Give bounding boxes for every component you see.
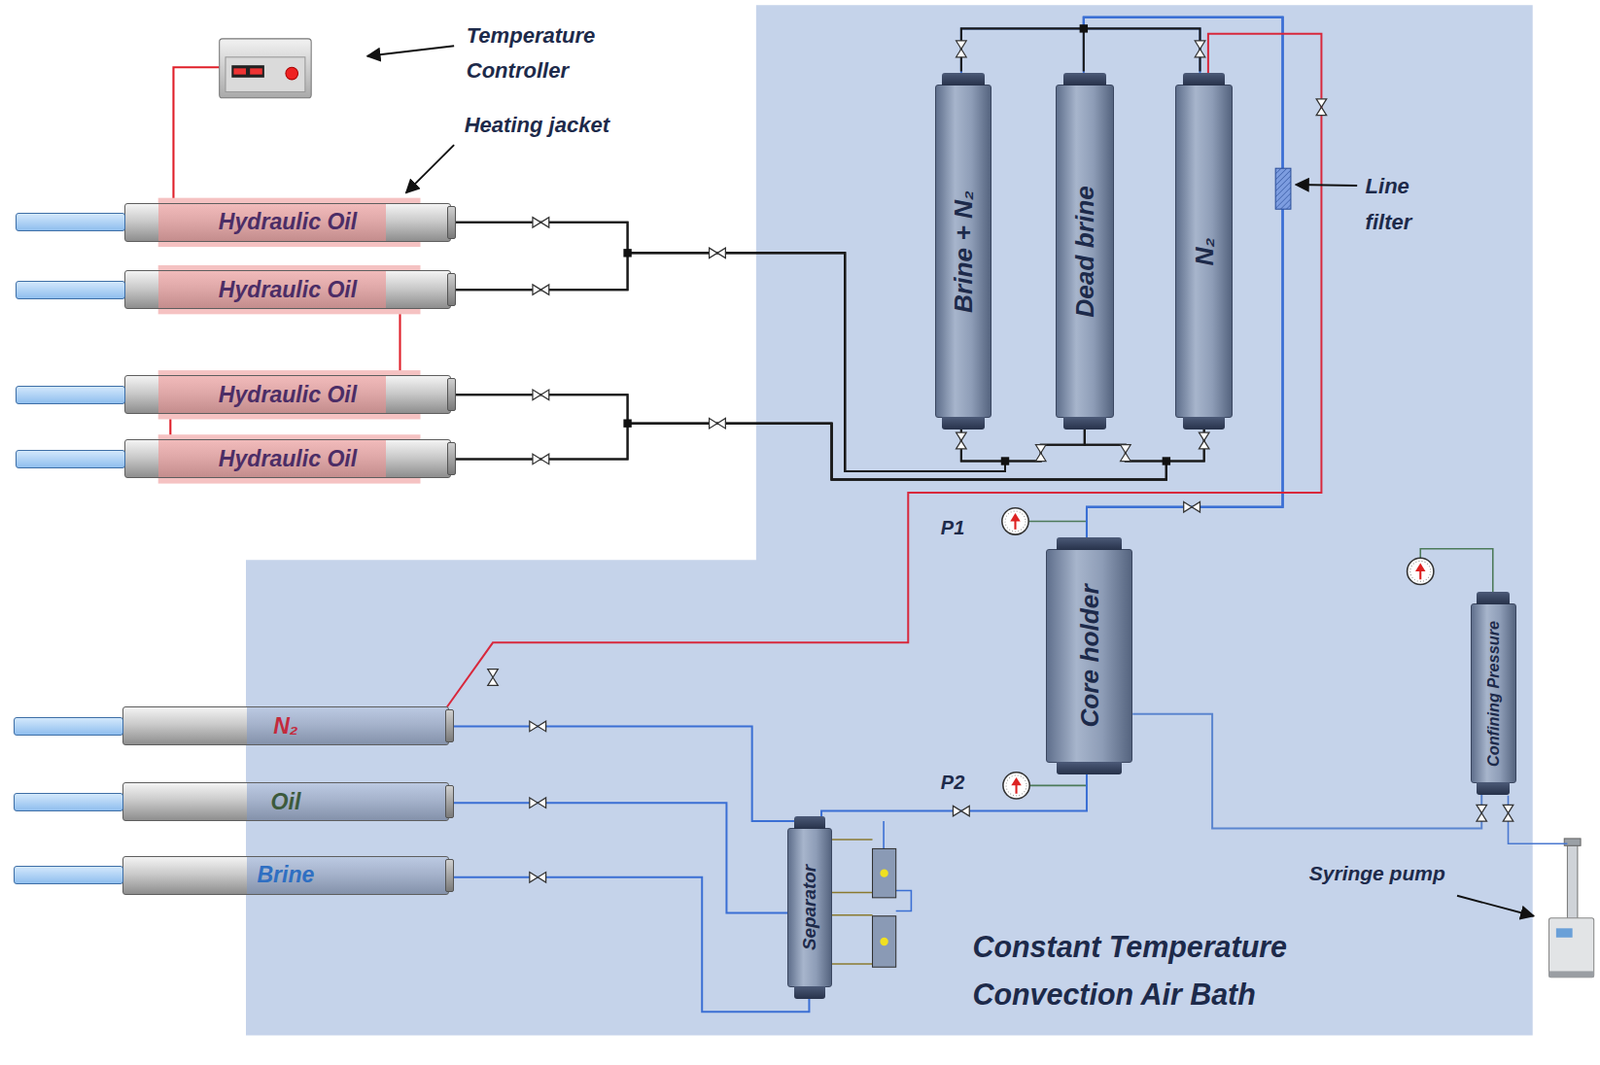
valve — [709, 247, 727, 258]
hydraulic-oil-cylinder: Hydraulic Oil — [124, 375, 452, 415]
pipe-line — [449, 877, 810, 1013]
valve — [532, 389, 550, 400]
fluid-vessel: N₂ — [1175, 84, 1233, 418]
gauge-line — [1028, 521, 1494, 786]
pipe-line — [451, 252, 1006, 472]
vessel-label: Separator — [799, 865, 821, 951]
sensor-wire — [832, 839, 873, 965]
valve — [1194, 40, 1205, 58]
separator-vessel: Separator — [787, 828, 832, 988]
vessel-label: Confining Pressure — [1484, 621, 1503, 767]
valve — [1183, 502, 1201, 513]
hydraulic-oil-cylinder: Hydraulic Oil — [124, 203, 452, 243]
hydraulic-oil-cylinder: Hydraulic Oil — [124, 439, 452, 479]
region-label: Constant Temperature Convection Air Bath — [972, 923, 1381, 1018]
valve — [1198, 432, 1209, 450]
valve — [956, 40, 967, 58]
callout-label: Heating jacket — [464, 111, 610, 140]
cylinder-label: Hydraulic Oil — [218, 208, 357, 236]
valve — [1476, 804, 1487, 822]
pipe-line — [449, 726, 801, 829]
valve — [487, 669, 498, 687]
valve — [1120, 445, 1131, 462]
junction-dot — [623, 24, 1171, 466]
valve — [529, 872, 547, 883]
valve — [529, 798, 547, 808]
confining-vessel: Confining Pressure — [1470, 603, 1517, 784]
temperature-controller-device — [219, 38, 312, 99]
pipe-line — [451, 222, 1006, 472]
supply-cylinder: Brine — [122, 856, 450, 896]
leader-arrow — [367, 45, 1534, 916]
valve — [532, 217, 550, 228]
valve — [1502, 804, 1513, 822]
valve — [529, 721, 547, 731]
cylinder-label: Oil — [271, 789, 302, 816]
pump-line — [1508, 796, 1568, 844]
line-filter-symbol — [1275, 168, 1291, 209]
valve — [952, 805, 970, 816]
pipe-line — [447, 34, 1322, 708]
core-holder: Core holder — [1045, 549, 1133, 764]
cylinder-label: Hydraulic Oil — [218, 382, 357, 409]
supply-cylinder: N₂ — [122, 706, 450, 746]
gauge — [1002, 508, 1434, 800]
valve — [709, 417, 727, 428]
top-manifold — [961, 28, 1201, 71]
valve — [1035, 445, 1045, 462]
supply-cylinder: Oil — [122, 782, 450, 822]
valve — [1316, 99, 1326, 116]
vessel-label: Brine + N₂ — [947, 190, 978, 314]
pressure-label: P2 — [940, 770, 965, 797]
hydraulic-oil-cylinder: Hydraulic Oil — [124, 270, 452, 310]
sensor-box — [872, 848, 897, 968]
cylinder-label: Hydraulic Oil — [218, 277, 357, 304]
valve — [956, 432, 967, 450]
pressure-label: P1 — [940, 516, 965, 542]
cylinder-label: N₂ — [273, 713, 298, 740]
valve — [532, 453, 550, 464]
fluid-vessel: Dead brine — [1055, 84, 1114, 418]
callout-label: Line filter — [1365, 169, 1437, 241]
valve — [532, 284, 550, 295]
pipe-line — [451, 417, 1167, 480]
vessel-label: Core holder — [1074, 584, 1105, 728]
callout-label: Temperature Controller — [466, 18, 640, 90]
syringe-pump-device — [1549, 838, 1595, 978]
pipe-line — [961, 17, 1284, 550]
pipe-line — [1132, 714, 1482, 830]
cylinder-label: Hydraulic Oil — [218, 446, 357, 473]
pipe-line — [449, 802, 789, 913]
pipe-line — [821, 763, 1087, 829]
vessel-label: Dead brine — [1070, 185, 1101, 318]
callout-label: Syringe pump — [1309, 860, 1446, 887]
cylinder-label: Brine — [256, 862, 314, 889]
fluid-vessel: Brine + N₂ — [935, 84, 993, 418]
vessel-label: N₂ — [1188, 237, 1219, 266]
